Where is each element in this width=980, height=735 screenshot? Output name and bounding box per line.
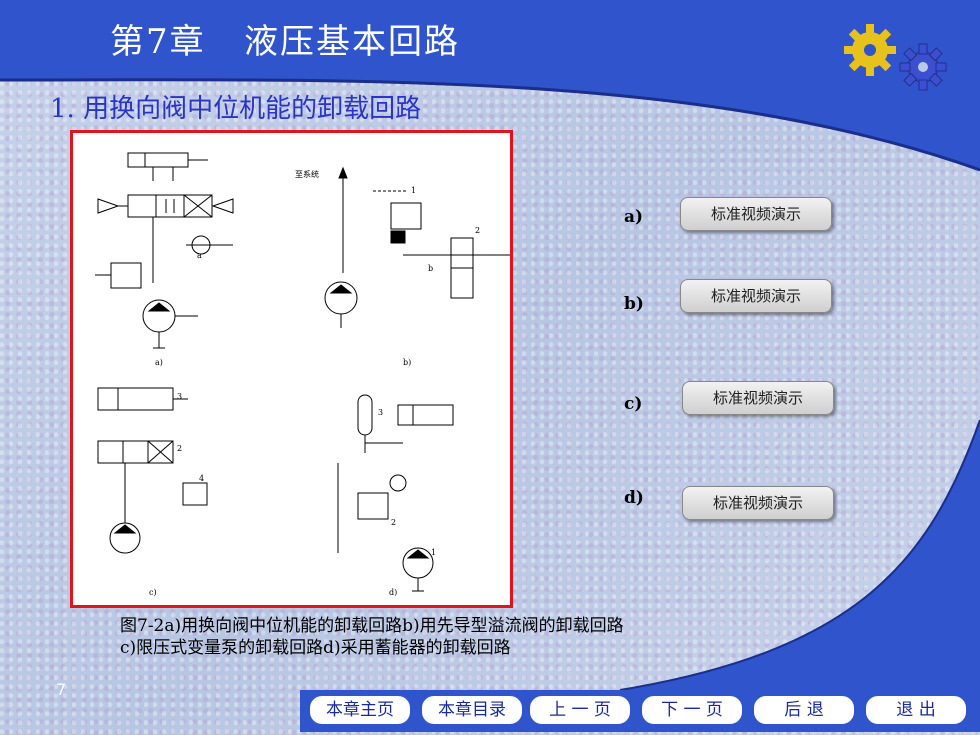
chapter-title: 第7章 液压基本回路	[110, 22, 461, 62]
fig-num-1: 1	[411, 186, 416, 195]
decorative-curve	[0, 60, 980, 691]
fig-num-2c: 2	[177, 444, 182, 453]
nav-back-button[interactable]: 后 退	[752, 694, 856, 726]
fig-label-b: b)	[403, 358, 411, 367]
fig-num-1d: 1	[431, 548, 436, 557]
section-subtitle: 1. 用换向阀中位机能的卸载回路	[50, 94, 422, 124]
fig-num-3: 3	[177, 392, 182, 401]
gear-icon	[844, 24, 896, 76]
fig-num-3d: 3	[378, 408, 383, 417]
fig-num-4: 4	[199, 474, 204, 483]
demo-video-button-c[interactable]: 标准视频演示	[682, 381, 834, 415]
demo-letter-a: a)	[624, 207, 644, 227]
fig-label-a: a)	[155, 358, 163, 367]
caption-line-1: 图7-2a)用换向阀中位机能的卸载回路b)用先导型溢流阀的卸载回路	[120, 616, 624, 636]
hydraulic-diagram: a) b) c) d) 至系统 1 2 3 2 4 3 2 1 a b	[95, 152, 513, 597]
nav-chapter-home-button[interactable]: 本章主页	[308, 694, 412, 726]
demo-video-button-b[interactable]: 标准视频演示	[680, 279, 832, 313]
page-number: 7	[56, 680, 67, 699]
demo-video-button-d[interactable]: 标准视频演示	[682, 486, 834, 520]
demo-letter-d: d)	[624, 488, 644, 508]
demo-video-button-a[interactable]: 标准视频演示	[680, 197, 832, 231]
nav-exit-button[interactable]: 退 出	[864, 694, 968, 726]
fig-num-2d: 2	[391, 518, 396, 527]
nav-prev-page-button[interactable]: 上 一 页	[528, 694, 632, 726]
fig-num-2: 2	[475, 226, 480, 235]
fig-num-b: b	[428, 264, 433, 273]
figure-caption: 图7-2a)用换向阀中位机能的卸载回路b)用先导型溢流阀的卸载回路 c)限压式变…	[120, 615, 624, 659]
demo-letter-c: c)	[624, 394, 643, 414]
demo-letter-b: b)	[624, 294, 644, 314]
fig-label-d: d)	[389, 588, 397, 597]
nav-next-page-button[interactable]: 下 一 页	[640, 694, 744, 726]
fig-num-a: a	[197, 251, 202, 260]
caption-line-2: c)限压式变量泵的卸载回路d)采用蓄能器的卸载回路	[120, 638, 511, 658]
fig-label-to-system: 至系统	[295, 169, 319, 179]
hydraulic-diagram-figure: a) b) c) d) 至系统 1 2 3 2 4 3 2 1 a b	[70, 130, 513, 608]
nav-chapter-toc-button[interactable]: 本章目录	[420, 694, 524, 726]
gear-icon-small	[899, 43, 947, 91]
fig-label-c: c)	[149, 588, 157, 597]
